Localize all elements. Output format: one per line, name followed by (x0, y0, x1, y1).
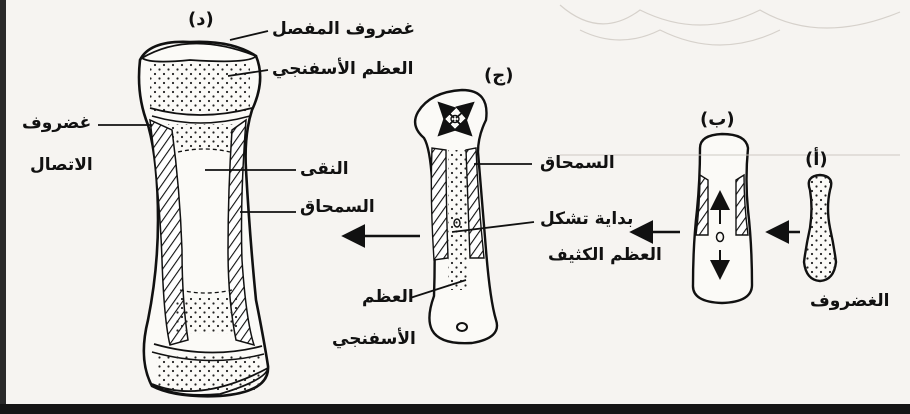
stage-label-c: (ج) (484, 66, 513, 86)
label-connection-cartilage-2: الاتصال (30, 156, 93, 175)
stage-label-b: (ب) (700, 110, 735, 130)
stage-c-bone (415, 90, 497, 343)
stage-d-mature-bone (139, 42, 268, 397)
label-joint-cartilage: غضروف المفصل (272, 20, 415, 39)
label-compact-bone-start-2: العظم الكثيف (548, 246, 662, 265)
label-spongy-bone-c-1: العظم (362, 288, 414, 307)
bottom-scan-border (0, 404, 910, 414)
label-marrow: النقى (300, 160, 349, 179)
label-spongy-bone-c-2: الأسفنجي (332, 330, 416, 349)
stage-label-d: (د) (188, 10, 214, 30)
label-periosteum-d: السمحاق (300, 198, 375, 217)
background-faded-artwork (560, 5, 900, 155)
stage-a-cartilage-model (804, 175, 836, 281)
label-compact-bone-start-1: بداية تشكل (540, 210, 633, 229)
stage-label-a: (أ) (805, 150, 828, 170)
label-connection-cartilage-1: غضروف (22, 114, 91, 133)
stage-b-bone-model (693, 134, 752, 303)
label-periosteum-c: السمحاق (540, 154, 615, 173)
label-spongy-bone-d: العظم الأسفنجي (272, 60, 413, 79)
page-edge-shadow (0, 0, 6, 404)
label-cartilage: الغضروف (810, 292, 889, 311)
